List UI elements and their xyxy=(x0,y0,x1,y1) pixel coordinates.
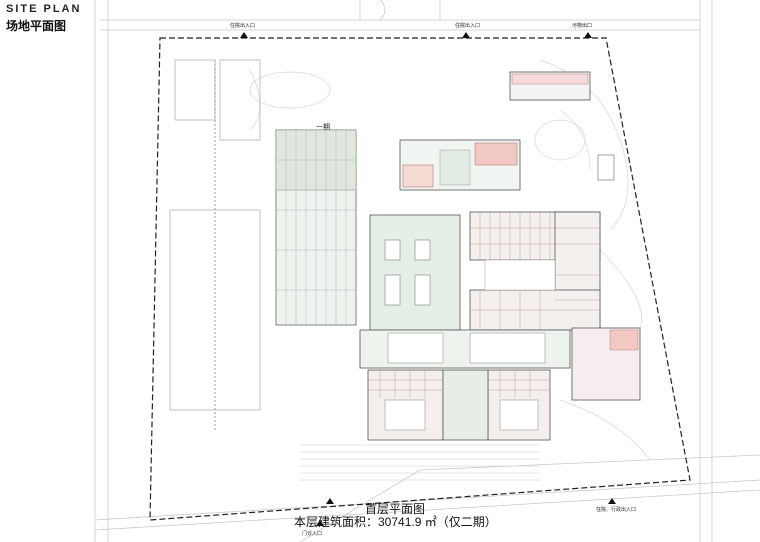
north-block xyxy=(399,139,521,191)
site-boundary xyxy=(149,37,691,521)
entrance-label-inpatient-2: 住院出入口 xyxy=(455,23,481,29)
title-chinese: 场地平面图 xyxy=(6,19,67,33)
parking-area xyxy=(169,59,261,430)
central-hall xyxy=(369,214,461,331)
entrance-arrows xyxy=(240,32,616,526)
phase1-label: 一期 xyxy=(316,124,330,131)
admin-building xyxy=(571,327,641,401)
entrance-label-outpatient: 门诊入口 xyxy=(302,531,323,537)
entrance-label-admin: 住院、行政出入口 xyxy=(596,507,637,513)
title-english: SITE PLAN xyxy=(6,3,82,15)
forecourt-hatching xyxy=(300,444,540,481)
caption-floor-plan: 首层平面图 xyxy=(365,502,426,516)
south-outpatient xyxy=(367,369,551,441)
service-block xyxy=(509,71,615,181)
east-wing xyxy=(469,211,601,331)
entrance-label-waste-exit: 污物出口 xyxy=(572,23,593,29)
caption-area: 本层建筑面积：30741.9 ㎡（仅二期） xyxy=(294,515,497,529)
phase1-building xyxy=(275,129,357,326)
surrounding-roads xyxy=(94,0,760,542)
entrance-label-inpatient-1: 住院出入口 xyxy=(230,23,256,29)
